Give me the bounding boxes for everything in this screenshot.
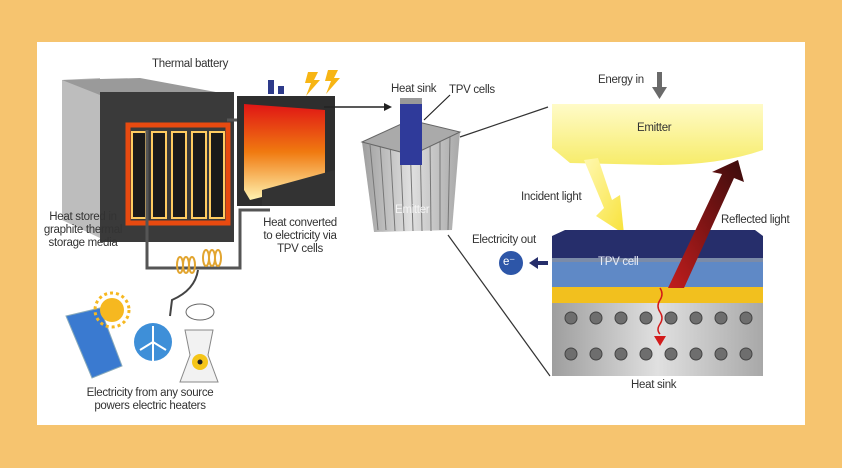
solar-panel-icon [65, 307, 123, 379]
electricity-out-arrow [529, 257, 548, 269]
power-cord [169, 269, 199, 317]
heat-sink-hole [739, 311, 753, 325]
label-line: storage media [48, 237, 118, 249]
heat-sink-hole [739, 347, 753, 361]
heat-sink-hole [639, 347, 653, 361]
heat-sink-holes [564, 311, 753, 361]
sun-icon [93, 291, 131, 329]
label-electron: e⁻ [503, 256, 515, 268]
heat-sink-hole [689, 311, 703, 325]
label-line: to electricity via [263, 230, 337, 242]
heat-sink-hole [564, 347, 578, 361]
label-line: Electricity from any source [86, 387, 214, 399]
label-heat-stored: Heat stored in graphite thermal storage … [38, 211, 128, 250]
tpv-heat-box [237, 80, 335, 206]
label-sources: Electricity from any source powers elect… [70, 387, 230, 413]
heat-sink-hole [614, 311, 628, 325]
heat-sink-hole [714, 311, 728, 325]
label-line: Heat converted [263, 217, 337, 229]
heat-flow-arrow [654, 287, 666, 346]
heat-sink-hole [564, 311, 578, 325]
heat-sink-hole [689, 347, 703, 361]
emitter-module [360, 94, 462, 232]
energy-in-arrow [652, 72, 667, 99]
label-incident-light: Incident light [521, 191, 582, 203]
label-emitter: Emitter [637, 122, 672, 134]
heat-sink-hole [664, 311, 678, 325]
label-line: Heat stored in [49, 211, 117, 223]
label-line: graphite thermal [43, 224, 123, 236]
tpv-separator [552, 258, 763, 262]
lightning-icon [305, 70, 340, 96]
label-thermal-battery: Thermal battery [152, 58, 229, 70]
label-heat-sink: Heat sink [631, 379, 677, 391]
heat-sink-hole [589, 347, 603, 361]
label-energy-in: Energy in [598, 74, 644, 86]
incident-light-arrow [584, 158, 624, 234]
wind-turbine-icon [134, 323, 172, 362]
label-tpv-cells: TPV cells [449, 84, 495, 96]
arrow-to-emitter [324, 103, 392, 111]
zoom-lines [447, 106, 551, 377]
label-line: powers electric heaters [94, 400, 206, 412]
label-heat-sink-module: Heat sink [391, 83, 437, 95]
label-electricity-out: Electricity out [472, 234, 536, 246]
nuclear-plant-icon [179, 303, 219, 383]
heater-coil-icon [176, 249, 222, 274]
heat-sink-hole [614, 347, 628, 361]
heat-sink-hole [664, 347, 678, 361]
electron-icon [499, 251, 523, 275]
tpv-mid-layer [552, 262, 763, 287]
label-reflected-light: Reflected light [721, 214, 790, 226]
gold-layer [552, 287, 763, 303]
heat-sink-hole [714, 347, 728, 361]
tpv-top-layer [552, 230, 763, 258]
label-tpv-cell: TPV cell [598, 256, 639, 268]
emitter-block [552, 104, 763, 165]
heat-sink-hole [639, 311, 653, 325]
heat-sink-hole [589, 311, 603, 325]
reflected-light-arrow [668, 160, 744, 288]
label-heat-converted: Heat converted to electricity via TPV ce… [255, 217, 345, 256]
label-emitter-module: Emitter [395, 204, 430, 216]
label-line: TPV cells [277, 243, 323, 255]
